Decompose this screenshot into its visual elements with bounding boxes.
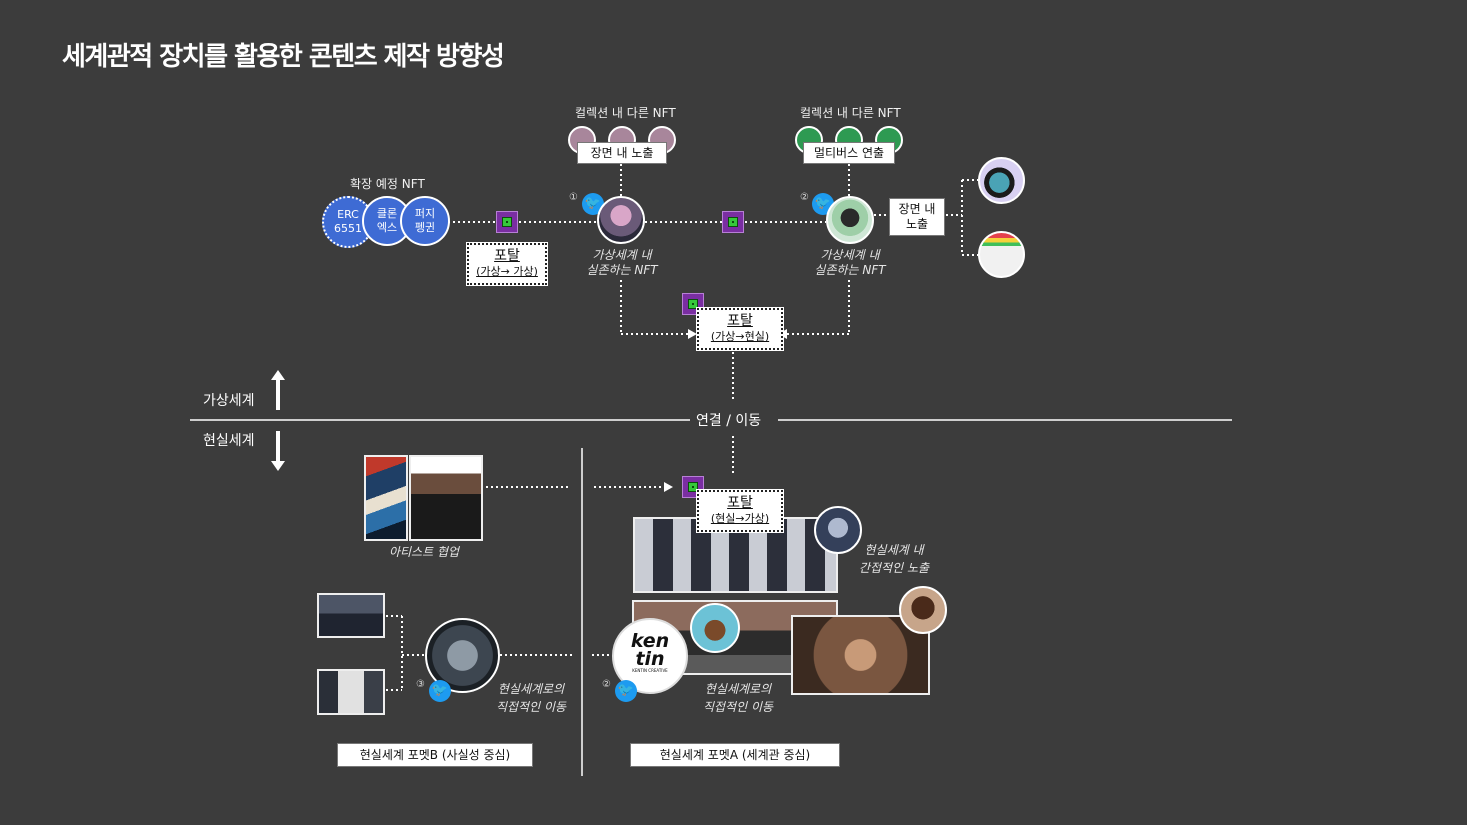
scene-exposure-tag: 장면 내 노출 xyxy=(577,142,667,164)
portal-subtitle: (가상→ 가상) xyxy=(476,265,538,278)
portal-title: 포탈 xyxy=(727,495,753,511)
nft-number: ① xyxy=(569,192,578,203)
kentin-logo-subtext: KENTIN CREATIVE xyxy=(632,668,668,673)
nft-avatar-meditation xyxy=(899,586,947,634)
multiverse-tag: 멀티버스 연출 xyxy=(803,142,895,164)
portal-cube-icon xyxy=(496,211,518,233)
nft-avatar-1 xyxy=(597,196,645,244)
connection-label: 연결 / 이동 xyxy=(696,413,762,429)
format-a-tag: 현실세계 포멧A (세계관 중심) xyxy=(630,743,840,767)
twitter-bird-icon: 🐦 xyxy=(429,680,451,702)
format-b-photo-1 xyxy=(317,593,385,638)
portal-title: 포탈 xyxy=(727,313,753,329)
nft-2-caption: 가상세계 내 실존하는 NFT xyxy=(814,248,886,277)
nft-avatar-car xyxy=(690,603,740,653)
kentin-logo: ken tin KENTIN CREATIVE xyxy=(612,618,688,694)
arrow-down-icon xyxy=(271,431,285,471)
portal-title: 포탈 xyxy=(494,248,520,264)
artwork-photo xyxy=(364,455,408,541)
arrow-up-icon xyxy=(271,370,285,410)
portal-cube-icon xyxy=(722,211,744,233)
collection-header-2: 컬렉션 내 다른 NFT xyxy=(800,106,901,120)
pudgy-penguin-circle: 퍼지 펭귄 xyxy=(400,196,450,246)
format-a-caption: 현실세계로의 직접적인 이동 xyxy=(702,682,774,714)
artist-caption: 아티스트 협업 xyxy=(388,545,460,559)
portal-virtual-to-virtual: 포탈 (가상→ 가상) xyxy=(466,242,548,286)
format-b-caption: 현실세계로의 직접적인 이동 xyxy=(495,682,567,714)
portal-real-to-virtual: 포탈 (현실→가상) xyxy=(696,489,784,533)
punk-avatar-2 xyxy=(978,231,1025,278)
scene-exposure-box: 장면 내 노출 xyxy=(889,198,945,236)
format-a-number: ② xyxy=(602,679,611,690)
nft-avatar-2 xyxy=(826,196,874,244)
format-b-tag: 현실세계 포멧B (사실성 중심) xyxy=(337,743,533,767)
portal-subtitle: (가상→현실) xyxy=(710,330,770,343)
virtual-world-label: 가상세계 xyxy=(203,393,255,409)
collection-header-1: 컬렉션 내 다른 NFT xyxy=(575,106,676,120)
punk-avatar-1 xyxy=(978,157,1025,204)
page-title: 세계관적 장치를 활용한 콘텐츠 제작 방향성 xyxy=(62,42,505,72)
twitter-bird-icon: 🐦 xyxy=(615,680,637,702)
format-b-number: ③ xyxy=(416,679,425,690)
portal-virtual-to-real: 포탈 (가상→현실) xyxy=(696,307,784,351)
kentin-logo-text: ken tin xyxy=(630,630,670,670)
format-b-photo-2 xyxy=(317,669,385,715)
artist-photo xyxy=(409,455,483,541)
expansion-label: 확장 예정 NFT xyxy=(350,177,425,191)
nft-1-caption: 가상세계 내 실존하는 NFT xyxy=(586,248,658,277)
indirect-exposure-caption: 현실세계 내 간접적인 노출 xyxy=(858,543,930,575)
real-world-label: 현실세계 xyxy=(203,433,255,449)
nft-avatar-indirect xyxy=(814,506,862,554)
portal-subtitle: (현실→가상) xyxy=(710,512,770,525)
nft-number: ② xyxy=(800,192,809,203)
